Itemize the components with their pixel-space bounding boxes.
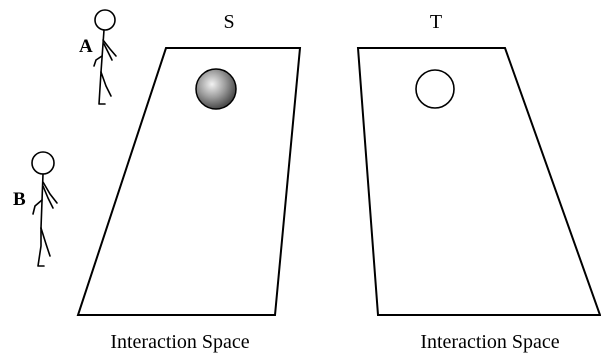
surface-t-caption: Interaction Space	[420, 331, 559, 353]
person-b: B	[13, 151, 58, 267]
surface-t-outline	[356, 47, 601, 316]
shaded-ball	[195, 68, 237, 110]
surface-t-label: T	[430, 11, 442, 33]
hollow-circle	[415, 69, 455, 109]
person-a: A	[79, 9, 117, 105]
surface-t: T Interaction Space	[356, 11, 601, 353]
surface-s-label: S	[223, 11, 234, 33]
stick-figure-a-icon	[93, 9, 117, 105]
person-b-label: B	[13, 189, 26, 210]
surface-s-caption: Interaction Space	[110, 331, 249, 353]
surface-s: S Interaction Space	[76, 11, 302, 353]
stick-figure-b-icon	[31, 151, 58, 267]
person-a-label: A	[79, 36, 93, 57]
surface-s-outline	[76, 47, 302, 316]
